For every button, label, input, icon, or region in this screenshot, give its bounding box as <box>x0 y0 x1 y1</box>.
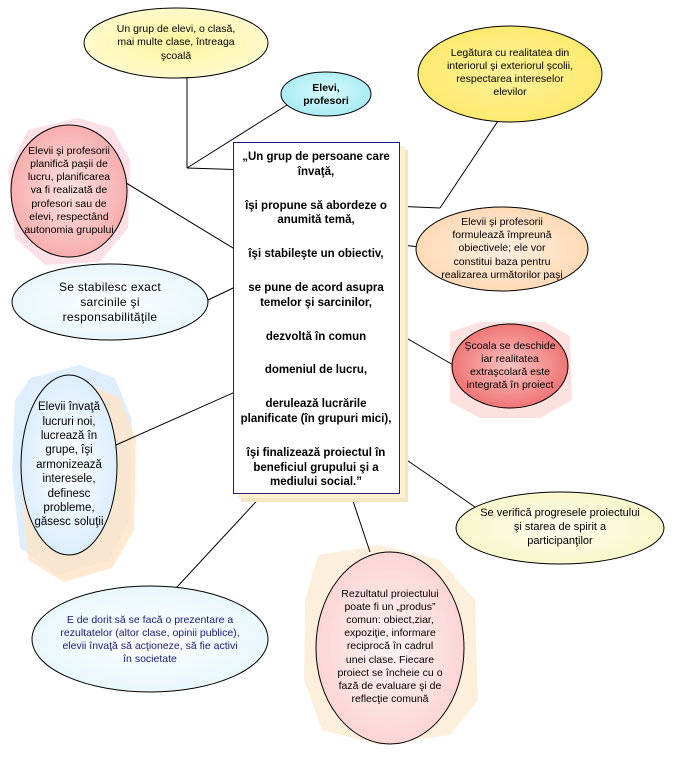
definition-line-5: dezvoltă în comun <box>265 330 367 343</box>
definition-box <box>233 142 400 494</box>
bubble-presentation-text: E de dorit să se facă o prezentare a rez… <box>60 613 240 666</box>
connector-presentation <box>164 491 266 601</box>
connector-result <box>349 491 371 553</box>
bubble-objectives-text: Elevii şi profesorii formulează împreună… <box>441 216 563 281</box>
definition-text: „Un grup de persoane care învaţă, îşi pr… <box>236 150 396 490</box>
definition-line-3: îşi stabileşte un obiectiv, <box>248 248 384 261</box>
bubble-group-text: Un grup de elevi, o clasă, mai multe cla… <box>116 23 236 62</box>
definition-line-6: domeniul de lucru, <box>264 364 368 377</box>
bubble-tasks-text: Se stabilesc exact sarcinile şi responsa… <box>58 279 162 324</box>
bubble-progress-text: Se verifică progresele proiectului şi st… <box>480 507 640 547</box>
definition-line-1: „Un grup de persoane care învaţă, <box>242 151 390 178</box>
connector-reality <box>439 117 501 209</box>
bubble-students-learn-text: Elevii învaţă lucruri noi, lucrează în g… <box>34 401 104 529</box>
definition-line-7: derulează lucrările planificate (în grup… <box>240 398 392 425</box>
bubble-reality-text: Legătura cu realitatea din interiorul şi… <box>446 46 574 99</box>
definition-line-2: îşi propune să abordeze o anumită temă, <box>245 199 387 227</box>
definition-line-4: se pune de acord asupra temelor şi sarci… <box>248 281 384 309</box>
bubble-result-text: Rezultatul proiectului poate fi un „prod… <box>337 587 443 705</box>
bubble-students-teachers-text: Elevi, profesori <box>303 81 349 107</box>
definition-line-8: îşi finalizează proiectul în beneficiul … <box>246 446 386 489</box>
bubble-plan-steps-text: Elevii şi profesorii planifică paşii de … <box>24 145 114 236</box>
bubble-school-opens-text: Şcoala se deschide iar realitatea extraş… <box>464 339 556 392</box>
